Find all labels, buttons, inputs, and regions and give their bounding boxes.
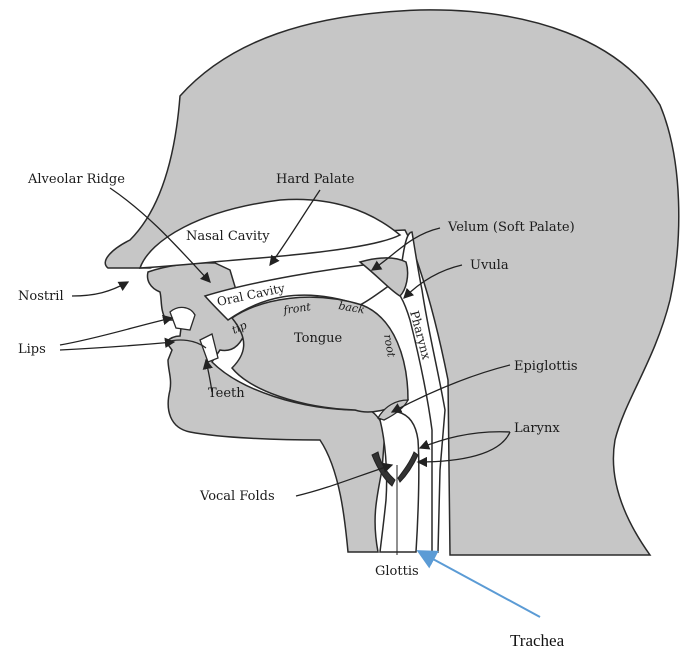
lips-leader-upper — [60, 318, 172, 345]
label-tongue: Tongue — [294, 331, 343, 346]
label-teeth: Teeth — [208, 386, 245, 401]
label-velum: Velum (Soft Palate) — [447, 220, 575, 235]
label-larynx: Larynx — [514, 421, 560, 436]
label-alveolar-ridge: Alveolar Ridge — [27, 172, 125, 187]
label-glottis: Glottis — [375, 564, 419, 579]
label-epiglottis: Epiglottis — [514, 359, 578, 374]
label-nostril: Nostril — [18, 289, 64, 304]
label-hard-palate: Hard Palate — [276, 172, 355, 187]
trachea-arrow — [420, 552, 540, 617]
upper-teeth — [170, 307, 195, 330]
label-trachea: Trachea — [510, 631, 565, 650]
trachea-tube — [380, 412, 419, 552]
label-lips: Lips — [18, 342, 46, 357]
label-uvula: Uvula — [470, 258, 509, 273]
lips-leader-lower — [60, 342, 174, 350]
nostril-leader — [72, 282, 128, 296]
label-vocal-folds: Vocal Folds — [199, 489, 275, 504]
label-nasal-cavity: Nasal Cavity — [186, 229, 270, 244]
